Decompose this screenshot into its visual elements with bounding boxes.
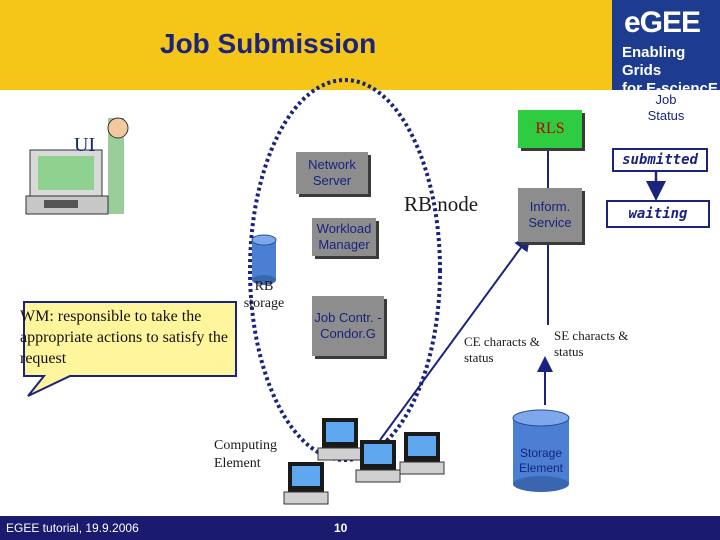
slide-title: Job Submission bbox=[160, 28, 377, 59]
computing-element-icons bbox=[283, 418, 445, 505]
rb-storage-cylinder bbox=[251, 234, 277, 285]
rb-node-label: RB node bbox=[404, 192, 479, 216]
storage-element-label: Storage Element bbox=[518, 446, 564, 475]
logo-line-1: Enabling Grids bbox=[622, 44, 686, 79]
logo-line-2: for E-sciencE bbox=[622, 80, 718, 97]
job-controller-box: Job Contr. - Condor.G bbox=[312, 296, 384, 356]
egee-logo: eGEE Enabling Grids for E-sciencE bbox=[612, 0, 720, 97]
rb-storage-label: RB storage bbox=[243, 279, 285, 311]
status-submitted: submitted bbox=[612, 148, 708, 172]
ce-characts-label: CE characts & status bbox=[464, 334, 540, 365]
footer-text: EGEE tutorial, 19.9.2006 bbox=[6, 521, 139, 535]
inform-service-box: Inform. Service bbox=[518, 188, 582, 242]
workstation-icon bbox=[355, 440, 401, 483]
ui-user-figure bbox=[25, 117, 129, 215]
header-bar bbox=[0, 0, 720, 90]
logo-subtitle: Enabling Grids for E-sciencE bbox=[622, 44, 720, 98]
rls-box: RLS bbox=[518, 110, 582, 148]
wm-callout-bubble bbox=[23, 301, 237, 397]
job-status-heading: Job Status bbox=[647, 92, 685, 123]
status-waiting: waiting bbox=[606, 200, 710, 228]
workstation-icon bbox=[317, 418, 363, 461]
storage-element-cylinder bbox=[512, 409, 570, 492]
wm-callout-text: WM: responsible to take the appropriate … bbox=[20, 308, 228, 367]
rb-node-ellipse bbox=[248, 78, 442, 462]
workstation-icon bbox=[283, 462, 329, 505]
ce-characts-arrow bbox=[379, 234, 531, 441]
network-server-box: Network Server bbox=[296, 152, 368, 194]
logo-word: eGEE bbox=[624, 6, 701, 39]
ui-label: UI bbox=[74, 134, 96, 156]
page-number: 10 bbox=[334, 521, 348, 535]
workstation-icon bbox=[399, 432, 445, 475]
workload-manager-box: Workload Manager bbox=[312, 218, 376, 256]
computing-element-label: Computing Element bbox=[214, 438, 278, 471]
footer-bar: EGEE tutorial, 19.9.2006 10 bbox=[0, 516, 720, 540]
se-characts-label: SE characts & status bbox=[554, 328, 629, 359]
